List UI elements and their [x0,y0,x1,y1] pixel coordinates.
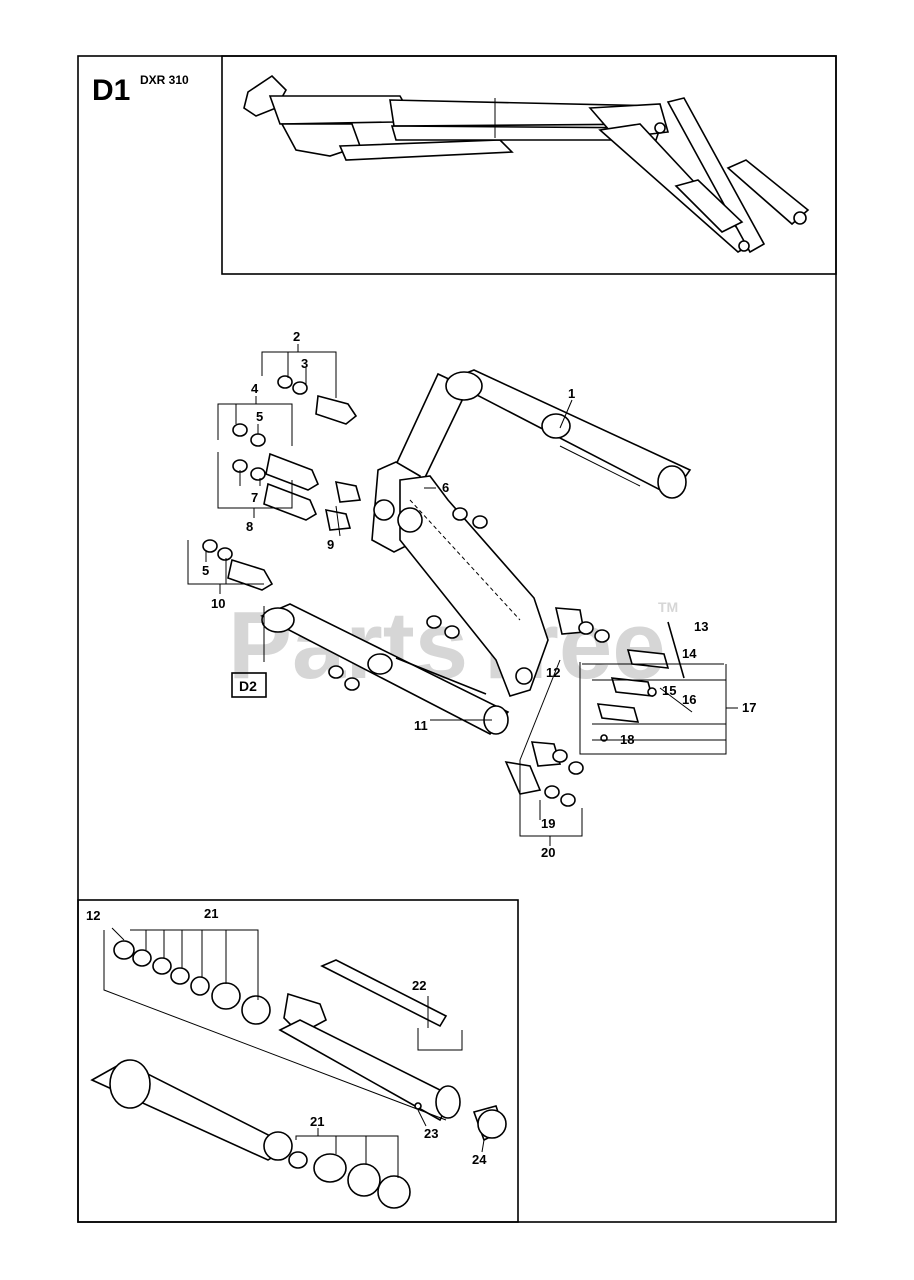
callout-10: 10 [211,596,225,611]
machine-arm-overview [243,74,810,254]
overview-panel [221,55,837,275]
leader-lines [187,344,738,846]
callout-3: 3 [301,356,308,371]
callout-20: 20 [541,845,555,860]
callout-19: 19 [541,816,555,831]
detail-panel [77,899,519,1223]
d2-reference-label: D2 [239,678,257,694]
callout-7: 7 [251,490,258,505]
callout-9: 9 [327,537,334,552]
callout-14: 14 [682,646,697,661]
callout-4: 4 [251,381,259,396]
boom-link-plate [371,372,549,697]
callout-1: 1 [568,386,575,401]
hydraulic-cylinder-11 [260,603,510,736]
callout-11: 11 [414,718,428,733]
detail-callout-21-bottom: 21 [310,1114,324,1129]
callout-5: 5 [256,409,263,424]
d2-reference-box[interactable] [231,672,267,698]
callout-12: 12 [546,665,560,680]
model-name: DXR 310 [140,73,189,87]
callout-8: 8 [246,519,253,534]
detail-callout-23: 23 [424,1126,438,1141]
watermark-trademark: TM [658,599,678,615]
detail-callout-21-top: 21 [204,906,218,921]
callout-6: 6 [442,480,449,495]
callout-13: 13 [694,619,708,634]
detail-callout-22: 22 [412,978,426,993]
detail-cylinder-12 [90,940,507,1209]
section-code: D1 [92,74,130,107]
callout-5b: 5 [202,563,209,578]
callout-2: 2 [293,329,300,344]
callout-18: 18 [620,732,634,747]
hydraulic-cylinder-1 [445,369,692,499]
detail-callout-24: 24 [472,1152,487,1167]
detail-leader-lines [103,927,485,1178]
callout-15: 15 [662,683,676,698]
callout-17: 17 [742,700,756,715]
detail-callout-12: 12 [86,908,100,923]
pins-and-bushings [202,375,610,807]
callout-16: 16 [682,692,696,707]
